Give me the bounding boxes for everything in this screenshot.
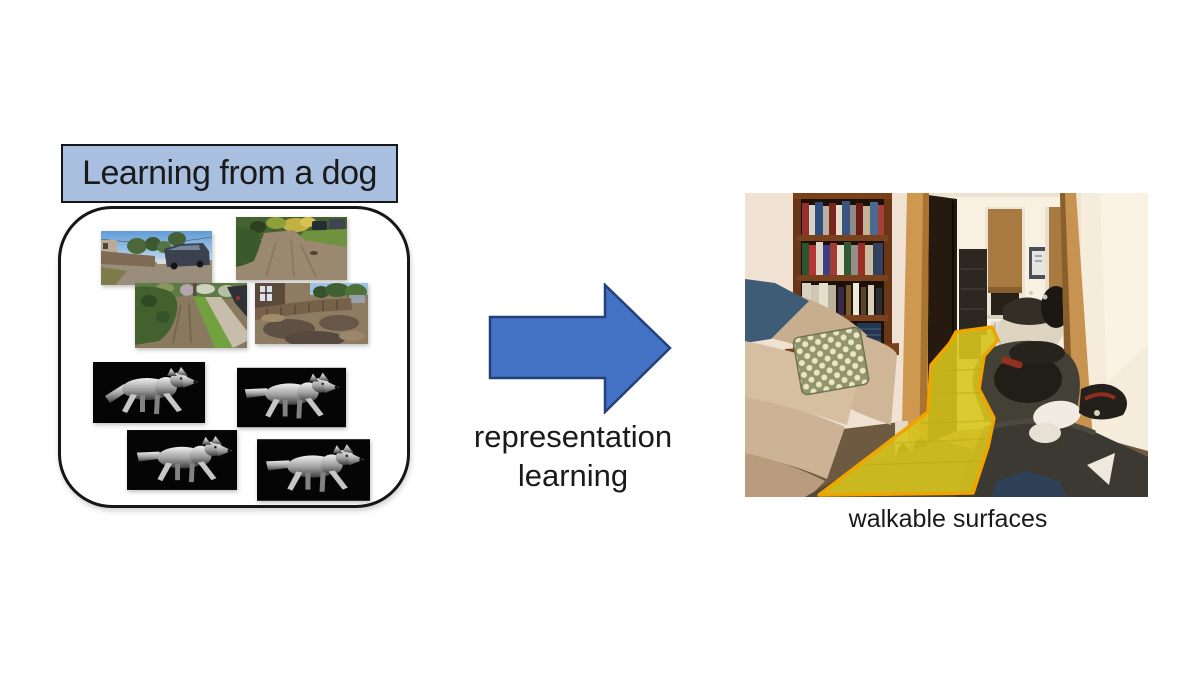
arrow-shape — [488, 283, 672, 414]
dog-3d-pose-frame-2 — [237, 367, 346, 428]
right-block-arrow-icon — [488, 283, 672, 414]
process-label-line1: representation — [473, 419, 673, 454]
dog-video-frame-4 — [255, 283, 368, 344]
title-label: Learning from a dog — [82, 154, 377, 192]
process-label: representation learning — [423, 417, 723, 495]
walkable-path-overlay — [817, 325, 1000, 497]
output-caption: walkable surfaces — [848, 505, 1048, 533]
armchairs — [955, 340, 1148, 497]
dog-video-frame-3 — [135, 283, 247, 348]
polka-dot-pillow — [792, 326, 870, 396]
dog-3d-pose-frame-1 — [93, 362, 205, 423]
dog-3d-pose-frame-4 — [257, 439, 370, 501]
walkable-surfaces-photo — [745, 193, 1148, 497]
title-box: Learning from a dog — [61, 144, 398, 203]
process-label-line2: learning — [517, 458, 629, 493]
dog-3d-pose-frame-3 — [127, 430, 237, 490]
dark-object — [991, 471, 1067, 497]
dog-video-frame-1 — [101, 231, 212, 285]
couch — [745, 279, 897, 497]
dog-video-frame-2 — [236, 217, 347, 280]
